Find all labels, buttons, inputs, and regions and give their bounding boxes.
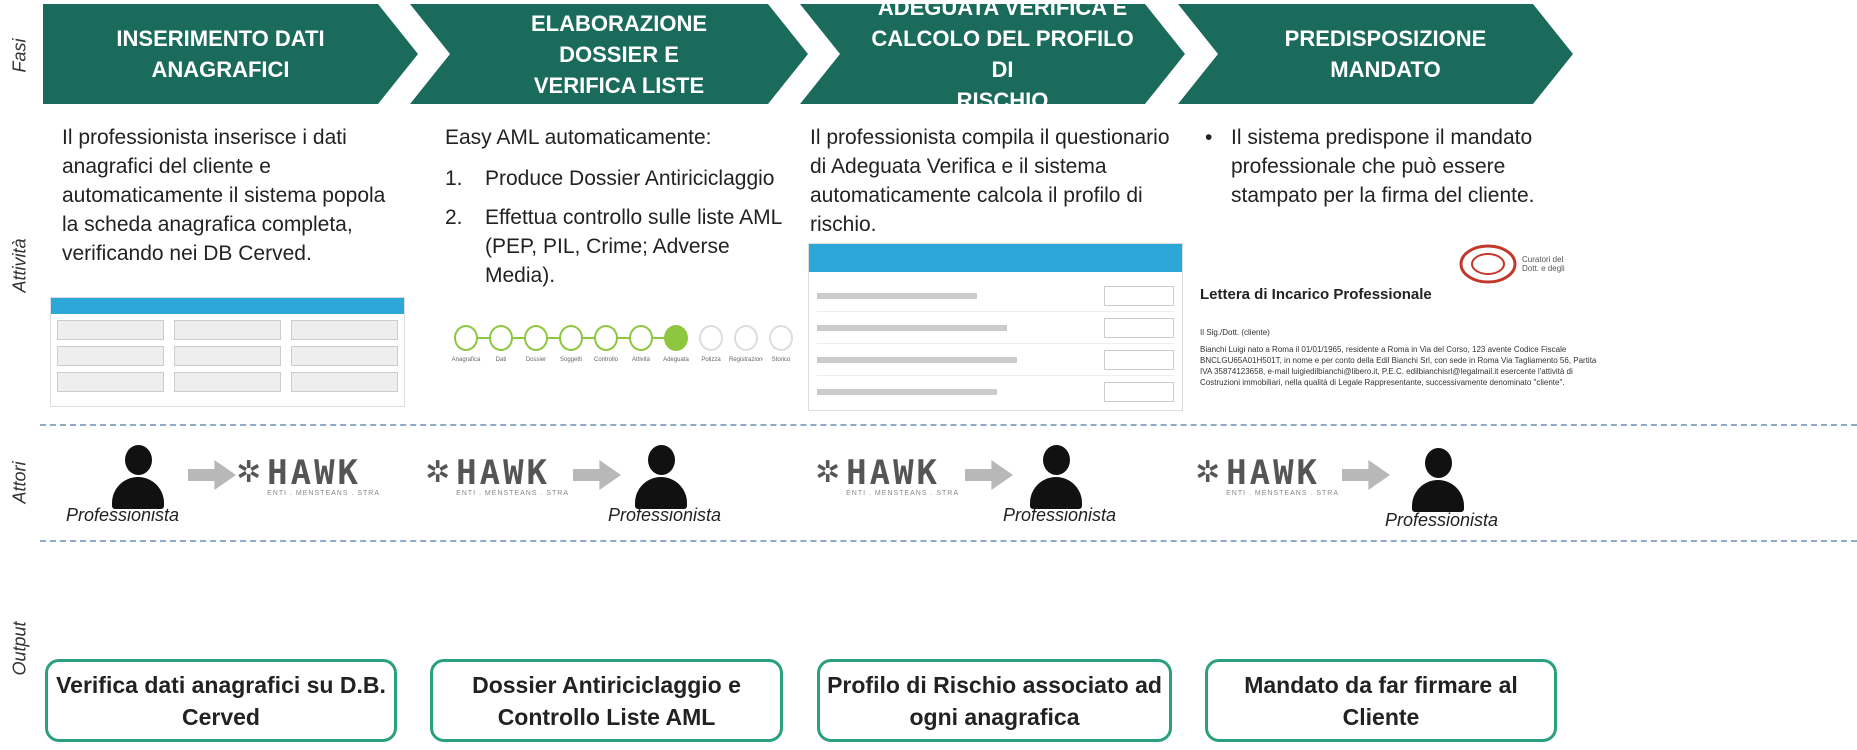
screenshot-anagrafica-form	[50, 297, 405, 407]
letter-body: Bianchi Luigi nato a Roma il 01/01/1965,…	[1200, 345, 1597, 387]
list-item: 1.Produce Dossier Antiriciclaggio	[445, 167, 775, 190]
workflow-step-icon	[734, 325, 758, 351]
letter-title: Lettera di Incarico Professionale	[1200, 286, 1432, 303]
workflow-step-label: Adeguata	[663, 357, 689, 363]
screenshot-header-bar	[809, 244, 1182, 272]
screenshot-lettera-incarico: Curatori del Dott. e degli Lettera di In…	[1190, 232, 1857, 417]
workflow-step-label: Dossier	[525, 357, 547, 363]
activity-phase-1: Il professionista inserisce i dati anagr…	[62, 126, 386, 265]
list-item: •Il sistema predispone il mandato profes…	[1205, 126, 1535, 207]
screenshot-workflow: Anagrafica Dati Dossier Soggetti Controllo At…	[450, 318, 800, 408]
arrow-right-icon	[1342, 460, 1390, 490]
activity-phase-3: Il professionista compila il questionari…	[810, 126, 1170, 236]
workflow-step-icon	[629, 325, 653, 351]
arrow-right-icon	[573, 460, 621, 490]
workflow-step-icon	[699, 325, 723, 351]
actor-label: Professionista	[608, 505, 722, 525]
output-box-1: Verifica dati anagrafici su D.B.Cerved	[45, 659, 397, 742]
workflow-steps: Anagrafica Dati Dossier Soggetti Controllo At…	[450, 318, 800, 408]
workflow-step-label: Soggetti	[559, 357, 583, 363]
hawk-mark-icon: ✲	[236, 456, 262, 489]
actor-label: Professionista	[66, 505, 180, 525]
divider-activities-actors	[40, 424, 1857, 426]
hawk-mark-icon: ✲	[815, 456, 841, 489]
workflow-step-icon	[594, 325, 618, 351]
row-label-fasi: Fasi	[9, 37, 30, 73]
activity-phase-2-steps: 1.Produce Dossier Antiriciclaggio 2.Effe…	[445, 164, 790, 290]
workflow-step-icon	[769, 325, 793, 351]
workflow-step-icon	[524, 325, 548, 351]
row-label-output: Output	[9, 620, 30, 676]
person-icon	[112, 445, 164, 509]
person-icon	[1412, 448, 1464, 512]
letter-logo: Curatori del Dott. e degli	[1458, 242, 1582, 286]
workflow-step-label: Anagrafica	[451, 357, 481, 363]
workflow-step-icon	[454, 325, 478, 351]
actor-label: Professionista	[1003, 505, 1117, 525]
workflow-step-icon	[559, 325, 583, 351]
chamber-seal-icon	[1459, 244, 1517, 284]
screenshot-header-bar	[51, 298, 404, 314]
hawk-mark-icon: ✲	[425, 456, 451, 489]
workflow-step-icon	[489, 325, 513, 351]
letter-salutation: Il Sig./Dott. (cliente)	[1200, 328, 1270, 337]
screenshot-questionario	[808, 243, 1183, 411]
person-icon	[1030, 445, 1082, 509]
person-icon	[635, 445, 687, 509]
workflow-step-label: Controllo	[593, 357, 618, 363]
arrow-right-icon	[188, 460, 236, 490]
workflow-step-label: Storico	[771, 357, 791, 363]
divider-actors-output	[40, 540, 1857, 542]
workflow-step-icon	[664, 325, 688, 351]
screenshot-form-grid	[51, 314, 404, 398]
row-label-attori: Attori	[9, 461, 30, 504]
workflow-step-label: Registrazione	[729, 357, 763, 363]
workflow-step-label: Attività	[631, 357, 650, 363]
list-item: 2.Effettua controllo sulle liste AML (PE…	[445, 206, 782, 287]
row-label-attivita: Attività	[9, 237, 30, 293]
actor-label: Professionista	[1385, 510, 1499, 530]
hawk-mark-icon: ✲	[1195, 456, 1221, 489]
workflow-step-label: Dati	[495, 357, 507, 363]
activity-phase-2: Easy AML automaticamente: 1.Produce Doss…	[445, 123, 790, 300]
arrow-right-icon	[965, 460, 1013, 490]
workflow-step-label: Polizza	[701, 357, 721, 363]
activity-phase-4: •Il sistema predispone il mandato profes…	[1205, 123, 1565, 210]
